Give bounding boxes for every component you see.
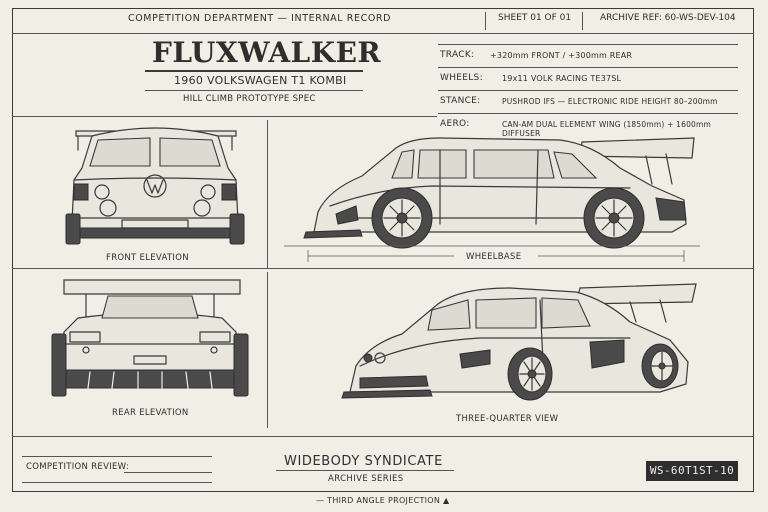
rear-elevation-drawing <box>50 278 250 404</box>
front-elevation-label: FRONT ELEVATION <box>106 253 189 263</box>
spec-row-track: TRACK: +320mm FRONT / +300mm REAR <box>438 45 738 68</box>
spec-label: AERO: <box>440 119 470 129</box>
brand-underline <box>276 470 454 471</box>
competition-review-label: COMPETITION REVIEW: <box>26 462 130 472</box>
page-title: FLUXWALKER <box>152 36 382 69</box>
spec-label: STANCE: <box>440 96 481 106</box>
spec-row-aero: AERO: CAN-AM DUAL ELEMENT WING (1850mm) … <box>438 114 738 138</box>
views-divider-middle <box>12 268 754 269</box>
spec-label: WHEELS: <box>440 73 483 83</box>
wheelbase-label: WHEELBASE <box>466 252 522 262</box>
front-elevation-drawing <box>60 122 250 248</box>
three-quarter-label: THREE-QUARTER VIEW <box>456 414 559 424</box>
department-label: COMPETITION DEPARTMENT — INTERNAL RECORD <box>128 13 392 24</box>
sheet-number: SHEET 01 OF 01 <box>498 13 572 23</box>
rear-elevation-label: REAR ELEVATION <box>112 408 189 418</box>
header-separator <box>485 12 486 30</box>
review-line <box>22 456 212 457</box>
spec-row-wheels: WHEELS: 19x11 VOLK RACING TE37SL <box>438 68 738 91</box>
three-quarter-drawing <box>340 282 700 404</box>
blueprint-sheet <box>12 8 754 492</box>
archive-code-badge: WS-60T1ST-10 <box>646 461 738 481</box>
spec-table-top <box>438 44 738 45</box>
views-divider-top <box>12 116 437 117</box>
vehicle-underline <box>145 90 363 91</box>
spec-value: PUSHROD IFS — ELECTRONIC RIDE HEIGHT 80–… <box>502 97 718 106</box>
spec-value: +320mm FRONT / +300mm REAR <box>490 51 633 60</box>
spec-subtitle: HILL CLIMB PROTOTYPE SPEC <box>183 94 316 104</box>
header-separator <box>582 12 583 30</box>
views-divider-vertical <box>267 120 268 268</box>
review-line <box>22 482 212 483</box>
projection-note: — THIRD ANGLE PROJECTION ▲ <box>316 496 450 505</box>
footer-divider <box>12 436 754 437</box>
title-underline <box>145 70 363 72</box>
views-divider-vertical <box>267 272 268 428</box>
vehicle-name: 1960 VOLKSWAGEN T1 KOMBI <box>174 74 347 87</box>
header-divider <box>12 33 754 34</box>
review-signature-line <box>124 472 212 473</box>
wheelbase-dimension <box>304 248 688 264</box>
series-label: ARCHIVE SERIES <box>328 474 404 484</box>
spec-row-stance: STANCE: PUSHROD IFS — ELECTRONIC RIDE HE… <box>438 91 738 114</box>
archive-ref: ARCHIVE REF: 60-WS-DEV-104 <box>600 13 736 23</box>
spec-label: TRACK: <box>440 50 475 60</box>
spec-value: CAN-AM DUAL ELEMENT WING (1850mm) + 1600… <box>502 120 712 138</box>
side-profile-drawing <box>300 128 700 248</box>
spec-value: 19x11 VOLK RACING TE37SL <box>502 74 622 83</box>
brand-name: WIDEBODY SYNDICATE <box>284 454 443 469</box>
